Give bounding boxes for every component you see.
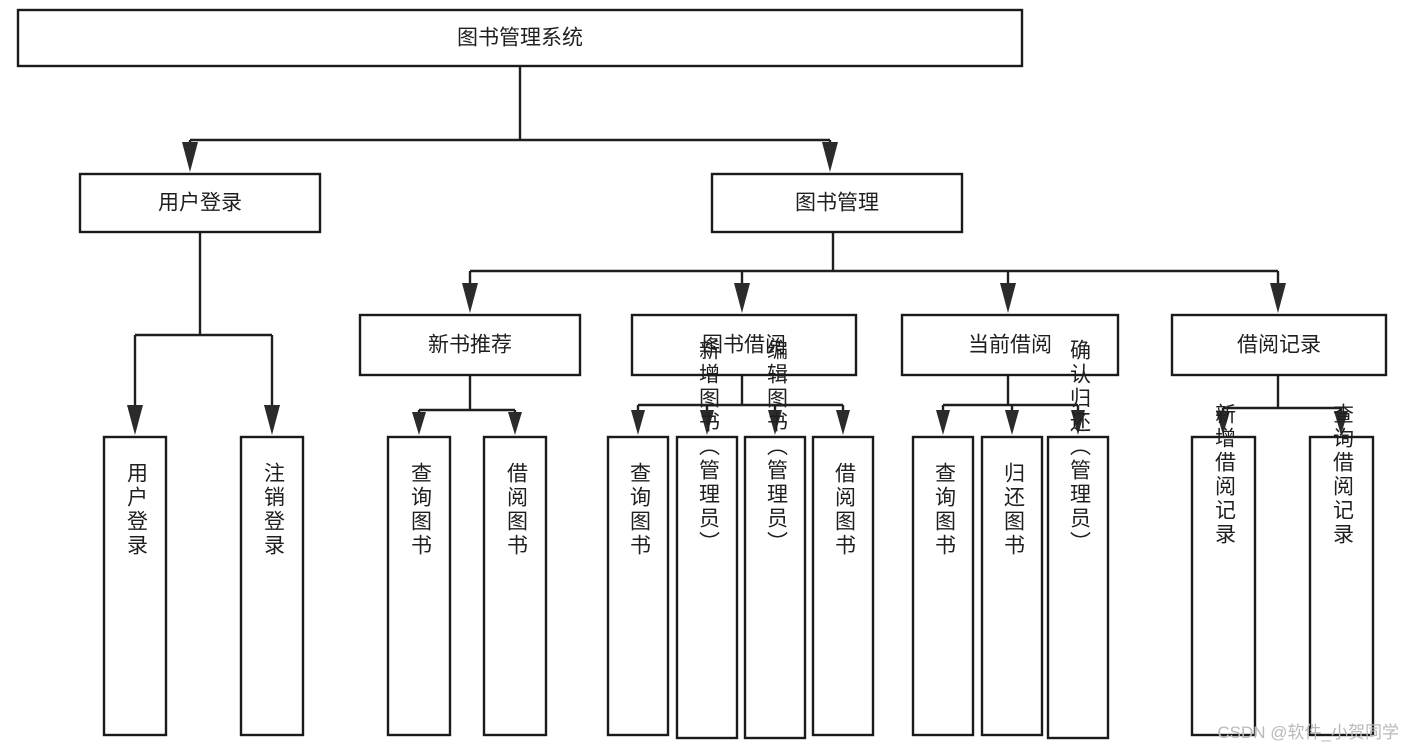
leaf-add-borrow-record-box [1190, 435, 1257, 737]
leaf-borrow-book-recommend-label: 借阅图书 [504, 462, 528, 558]
node-book-borrow-box [630, 313, 858, 377]
leaf-return-book-box [980, 435, 1044, 737]
leaf-add-book[interactable]: 新增图书（管理员） [675, 339, 739, 740]
leaf-add-borrow-record-label: 新增借阅记录 [1212, 403, 1236, 547]
connector-group-current-borrow [936, 375, 1085, 435]
leaf-query-borrow-record-label: 查询借阅记录 [1330, 403, 1354, 547]
node-new-book-recommend-box [358, 313, 582, 377]
leaf-query-borrow-record[interactable]: 查询借阅记录 [1308, 403, 1375, 737]
leaf-confirm-return-label: 确认归还（管理员） [1067, 339, 1091, 555]
arrow-head-new-book-recommend [462, 283, 478, 313]
leaf-query-book-borrow-box [606, 435, 670, 737]
arrow-head-leaf-user-logout [264, 405, 280, 435]
connector-group-book-borrow [631, 375, 850, 435]
node-root-label: 图书管理系统 [457, 27, 583, 50]
node-book-manage-label: 图书管理 [795, 192, 879, 215]
arrow-head-leaf-borrow-book-recommend [508, 412, 522, 435]
leaf-return-book-label: 归还图书 [1001, 462, 1025, 558]
leaf-confirm-return[interactable]: 确认归还（管理员） [1046, 339, 1110, 740]
leaf-query-book-recommend-label: 查询图书 [408, 462, 432, 558]
connector-group-borrow-record [1216, 375, 1348, 435]
leaf-edit-book-box [743, 435, 807, 740]
node-current-borrow[interactable]: 当前借阅 [900, 313, 1120, 377]
node-user-login[interactable]: 用户登录 [78, 172, 322, 234]
arrow-head-leaf-query-book-borrow [631, 410, 645, 435]
node-book-manage-box [710, 172, 964, 234]
connector-group-root [182, 66, 838, 172]
arrow-head-leaf-borrow-book [836, 410, 850, 435]
arrow-head-leaf-user-login [127, 405, 143, 435]
node-book-manage[interactable]: 图书管理 [710, 172, 964, 234]
node-root[interactable]: 图书管理系统 [16, 8, 1024, 68]
leaf-borrow-book-box [811, 435, 875, 737]
node-user-login-box [78, 172, 322, 234]
leaf-return-book[interactable]: 归还图书 [980, 435, 1044, 737]
leaf-user-login[interactable]: 用户登录 [102, 435, 168, 737]
connector-group-user-login [127, 232, 280, 435]
leaf-user-login-box [102, 435, 168, 737]
leaf-borrow-book[interactable]: 借阅图书 [811, 435, 875, 737]
arrow-head-user-login [182, 142, 198, 172]
arrow-head-leaf-query-borrow-record [1334, 411, 1348, 435]
arrow-head-leaf-return-book [1005, 410, 1019, 435]
leaf-borrow-book-label: 借阅图书 [832, 462, 856, 558]
connector-group-new-book-recommend [412, 375, 522, 435]
leaf-user-logout[interactable]: 注销登录 [239, 435, 305, 737]
leaf-query-book-recommend-box [386, 435, 452, 737]
arrow-head-leaf-query-book-recommend [412, 412, 426, 435]
leaf-user-logout-box [239, 435, 305, 737]
node-new-book-recommend[interactable]: 新书推荐 [358, 313, 582, 377]
node-book-borrow-label: 图书借阅 [702, 334, 786, 357]
arrow-head-leaf-confirm-return [1071, 410, 1085, 435]
leaf-query-book-current[interactable]: 查询图书 [911, 435, 975, 737]
arrow-head-leaf-add-borrow-record [1216, 411, 1230, 435]
node-borrow-record-box [1170, 313, 1388, 377]
leaf-query-book-borrow[interactable]: 查询图书 [606, 435, 670, 737]
arrow-head-leaf-add-book [700, 410, 714, 435]
leaf-query-book-current-box [911, 435, 975, 737]
leaf-add-book-label: 新增图书（管理员） [696, 339, 720, 555]
leaf-borrow-book-recommend[interactable]: 借阅图书 [482, 435, 548, 737]
arrow-head-leaf-query-book-current [936, 410, 950, 435]
arrow-head-book-borrow [734, 283, 750, 313]
leaf-user-logout-label: 注销登录 [261, 462, 285, 558]
leaf-edit-book[interactable]: 编辑图书（管理员） [743, 339, 807, 740]
leaf-add-borrow-record[interactable]: 新增借阅记录 [1190, 403, 1257, 737]
leaf-edit-book-label: 编辑图书（管理员） [764, 339, 788, 555]
node-root-box [16, 8, 1024, 68]
node-current-borrow-box [900, 313, 1120, 377]
node-current-borrow-label: 当前借阅 [968, 334, 1052, 357]
arrow-head-borrow-record [1270, 283, 1286, 313]
arrow-head-current-borrow [1000, 283, 1016, 313]
node-borrow-record-label: 借阅记录 [1237, 334, 1321, 357]
leaf-query-book-recommend[interactable]: 查询图书 [386, 435, 452, 737]
node-book-borrow[interactable]: 图书借阅 [630, 313, 858, 377]
leaf-user-login-label: 用户登录 [124, 462, 148, 558]
leaf-query-book-current-label: 查询图书 [932, 462, 956, 558]
leaf-confirm-return-box [1046, 435, 1110, 740]
node-user-login-label: 用户登录 [158, 192, 242, 215]
leaf-query-borrow-record-box [1308, 435, 1375, 737]
arrow-head-leaf-edit-book [768, 410, 782, 435]
leaf-query-book-borrow-label: 查询图书 [627, 462, 651, 558]
leaf-borrow-book-recommend-box [482, 435, 548, 737]
connector-group-book-manage [462, 232, 1286, 313]
arrow-head-book-manage [822, 142, 838, 172]
leaf-add-book-box [675, 435, 739, 740]
node-borrow-record[interactable]: 借阅记录 [1170, 313, 1388, 377]
node-new-book-recommend-label: 新书推荐 [428, 334, 512, 357]
